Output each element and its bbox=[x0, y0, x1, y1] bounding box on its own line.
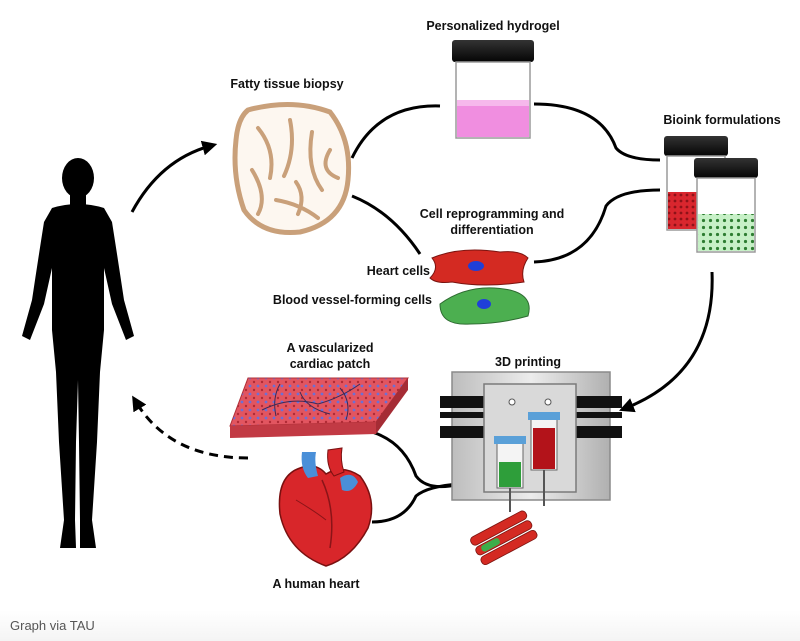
label-heart-cells: Heart cells bbox=[366, 264, 430, 278]
label-cell-reprogramming: Cell reprogramming and differentiation bbox=[402, 206, 582, 238]
arrow-human-to-biopsy bbox=[130, 140, 218, 213]
hydrogel-jar-icon bbox=[452, 40, 534, 139]
label-cell-reprogramming-line1: Cell reprogramming and bbox=[419, 207, 565, 221]
human-heart-icon bbox=[278, 447, 373, 567]
vessel-cell-icon bbox=[439, 287, 530, 325]
printed-tubes-icon bbox=[470, 510, 538, 566]
label-blood-vessel-cells: Blood vessel-forming cells bbox=[272, 293, 432, 307]
caption-band bbox=[0, 610, 800, 641]
connector-curves bbox=[350, 102, 661, 524]
label-vascularized-patch-line1: A vascularized bbox=[286, 341, 374, 355]
label-personalized-hydrogel: Personalized hydrogel bbox=[426, 19, 560, 33]
bioink-green-jar-icon bbox=[694, 158, 758, 253]
label-human-heart: A human heart bbox=[272, 577, 360, 591]
human-silhouette-icon bbox=[22, 158, 134, 548]
image-caption: Graph via TAU bbox=[10, 618, 95, 633]
bioprinter-icon bbox=[440, 371, 622, 512]
label-vascularized-patch: A vascularized cardiac patch bbox=[260, 340, 400, 372]
label-fatty-tissue-biopsy: Fatty tissue biopsy bbox=[230, 77, 344, 91]
heart-cell-icon bbox=[429, 249, 529, 286]
label-vascularized-patch-line2: cardiac patch bbox=[289, 357, 371, 371]
label-3d-printing: 3D printing bbox=[495, 355, 561, 369]
arrow-bioink-to-printer bbox=[619, 271, 714, 413]
arrow-patch-to-human bbox=[132, 395, 249, 460]
cardiac-patch-icon bbox=[229, 377, 409, 438]
label-cell-reprogramming-line2: differentiation bbox=[450, 223, 534, 237]
fatty-tissue-icon bbox=[232, 102, 352, 236]
label-bioink-formulations: Bioink formulations bbox=[663, 113, 781, 127]
